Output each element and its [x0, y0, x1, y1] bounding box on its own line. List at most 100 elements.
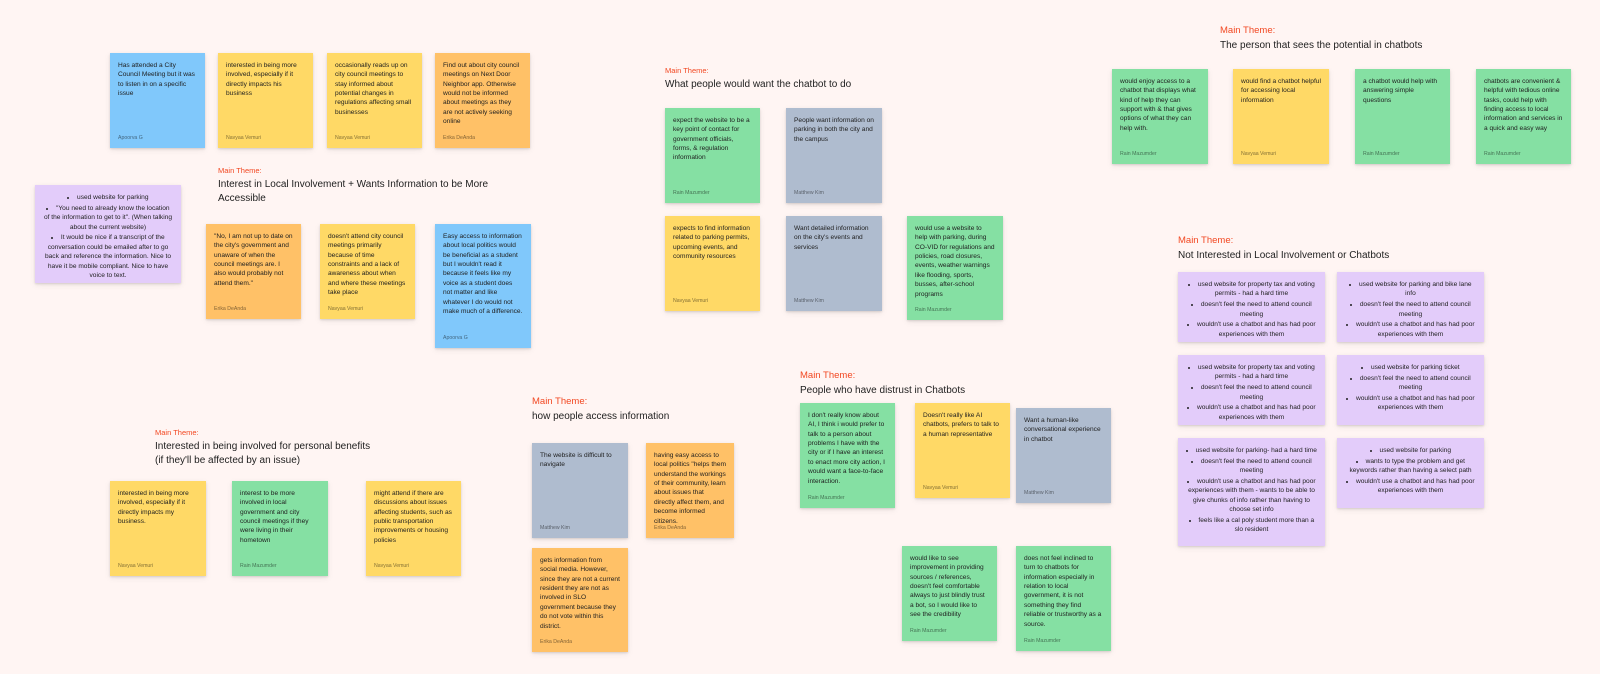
sticky-text: Want detailed information on the city's … [794, 225, 869, 251]
sticky-note[interactable]: Easy access to information about local p… [435, 224, 531, 348]
sticky-note[interactable]: occasionally reads up on city council me… [327, 53, 422, 148]
theme-title: What people would want the chatbot to do [665, 79, 852, 90]
theme-label: Main Theme: [155, 428, 199, 437]
bullet-list: used website for parking wants to type t… [1345, 446, 1476, 496]
sticky-author: Rain Mazumder [910, 627, 947, 634]
sticky-note[interactable]: a chatbot would help with answering simp… [1355, 69, 1450, 164]
sticky-note[interactable]: interested in being more involved, espec… [218, 53, 313, 148]
sticky-author: Matthew Kim [1024, 489, 1054, 496]
bullet-item: doesn't feel the need to attend council … [1186, 300, 1317, 319]
theme-local-involvement[interactable]: Main Theme: Interest in Local Involvemen… [218, 166, 518, 206]
list-card[interactable]: used website for parking "You need to al… [35, 185, 181, 283]
sticky-author: Navyaa Vemuri [328, 305, 364, 312]
sticky-note[interactable]: I don't really know about AI, I think i … [800, 403, 895, 508]
sticky-note[interactable]: People want information on parking in bo… [786, 108, 882, 203]
list-card[interactable]: used website for parking and bike lane i… [1337, 272, 1484, 342]
sticky-author: Erika DeAnda [214, 305, 247, 312]
sticky-note[interactable]: Doesn't really like AI chatbots, prefers… [915, 403, 1010, 498]
sticky-note[interactable]: having easy access to local politics "he… [646, 443, 734, 538]
sticky-text: interest to be more involved in local go… [240, 490, 309, 544]
theme-label: Main Theme: [218, 166, 262, 175]
sticky-author: Navyaa Vemuri [923, 484, 959, 491]
sticky-note[interactable]: Find out about city council meetings on … [435, 53, 530, 148]
sticky-note[interactable]: Has attended a City Council Meeting but … [110, 53, 205, 148]
sticky-note[interactable]: would like to see improvement in providi… [902, 546, 997, 641]
sticky-author: Matthew Kim [794, 297, 824, 304]
sticky-author: Matthew Kim [794, 189, 824, 196]
list-card[interactable]: used website for parking- had a hard tim… [1178, 438, 1325, 546]
theme-access-info[interactable]: Main Theme: how people access informatio… [532, 396, 772, 424]
sticky-author: Apoorva G [443, 334, 468, 341]
sticky-note[interactable]: interest to be more involved in local go… [232, 481, 328, 576]
bullet-item: used website for parking and bike lane i… [1345, 280, 1476, 299]
sticky-note[interactable]: expects to find information related to p… [665, 216, 760, 311]
sticky-note[interactable]: "No, I am not up to date on the city's g… [206, 224, 301, 319]
sticky-note[interactable]: might attend if there are discussions ab… [366, 481, 461, 576]
sticky-author: Navyaa Vemuri [118, 562, 154, 569]
sticky-text: chatbots are convenient & helpful with t… [1484, 78, 1563, 132]
sticky-author: Navyaa Vemuri [335, 134, 371, 141]
sticky-text: interested in being more involved, espec… [118, 490, 189, 526]
sticky-text: I don't really know about AI, I think i … [808, 412, 885, 485]
bullet-item: used website for property tax and voting… [1186, 280, 1317, 299]
sticky-note[interactable]: would enjoy access to a chatbot that dis… [1112, 69, 1208, 164]
sticky-author: Navyaa Vemuri [1241, 150, 1277, 157]
sticky-author: Erika DeAnda [654, 524, 687, 531]
theme-distrust[interactable]: Main Theme: People who have distrust in … [800, 370, 1080, 398]
sticky-note[interactable]: would use a website to help with parking… [907, 216, 1003, 320]
sticky-author: Matthew Kim [540, 524, 570, 531]
sticky-author: Rain Mazumder [808, 494, 845, 501]
theme-not-interested[interactable]: Main Theme: Not Interested in Local Invo… [1178, 235, 1498, 263]
theme-potential[interactable]: Main Theme: The person that sees the pot… [1220, 25, 1520, 53]
theme-title: The person that sees the potential in ch… [1220, 40, 1423, 51]
bullet-item: wouldn't use a chatbot and has had poor … [1186, 477, 1317, 514]
theme-label: Main Theme: [1178, 235, 1234, 246]
theme-title: Interest in Local Involvement + Wants In… [218, 179, 489, 205]
bullet-item: feels like a cal poly student more than … [1186, 516, 1317, 535]
sticky-text: doesn't attend city council meetings pri… [328, 233, 406, 297]
bullet-list: used website for property tax and voting… [1186, 363, 1317, 422]
sticky-author: Navyaa Vemuri [226, 134, 262, 141]
sticky-text: People want information on parking in bo… [794, 117, 874, 143]
sticky-author: Rain Mazumder [1363, 150, 1400, 157]
sticky-note[interactable]: would find a chatbot helpful for accessi… [1233, 69, 1329, 164]
sticky-note[interactable]: does not feel inclined to turn to chatbo… [1016, 546, 1111, 651]
sticky-author: Navyaa Vemuri [673, 297, 709, 304]
bullet-item: wouldn't use a chatbot and has had poor … [1345, 320, 1476, 339]
bullet-item: wouldn't use a chatbot and has had poor … [1186, 403, 1317, 422]
theme-chatbot-wants[interactable]: Main Theme: What people would want the c… [665, 66, 925, 92]
sticky-text: does not feel inclined to turn to chatbo… [1024, 555, 1102, 628]
sticky-author: Navyaa Vemuri [374, 562, 410, 569]
theme-personal-benefits[interactable]: Main Theme: Interested in being involved… [155, 428, 455, 468]
sticky-note[interactable]: interested in being more involved, espec… [110, 481, 206, 576]
bullet-item: doesn't feel the need to attend council … [1186, 383, 1317, 402]
sticky-author: Rain Mazumder [1024, 637, 1061, 644]
sticky-author: Rain Mazumder [1484, 150, 1521, 157]
sticky-note[interactable]: doesn't attend city council meetings pri… [320, 224, 415, 319]
sticky-note[interactable]: gets information from social media. Howe… [532, 548, 628, 652]
sticky-text: gets information from social media. Howe… [540, 557, 620, 630]
sticky-text: a chatbot would help with answering simp… [1363, 78, 1438, 104]
theme-title: People who have distrust in Chatbots [800, 385, 966, 396]
sticky-author: Erika DeAnda [443, 134, 476, 141]
sticky-text: Want a human-like conversational experie… [1024, 417, 1101, 443]
sticky-text: would find a chatbot helpful for accessi… [1241, 78, 1321, 104]
sticky-note[interactable]: The website is difficult to navigate Mat… [532, 443, 628, 538]
sticky-note[interactable]: Want detailed information on the city's … [786, 216, 882, 311]
list-card[interactable]: used website for parking wants to type t… [1337, 438, 1484, 508]
bullet-item: wouldn't use a chatbot and has had poor … [1186, 320, 1317, 339]
sticky-note[interactable]: Want a human-like conversational experie… [1016, 408, 1111, 503]
bullet-item: wouldn't use a chatbot and has had poor … [1345, 394, 1476, 413]
bullet-list: used website for parking- had a hard tim… [1186, 446, 1317, 535]
bullet-list: used website for property tax and voting… [1186, 280, 1317, 339]
list-card[interactable]: used website for property tax and voting… [1178, 355, 1325, 425]
sticky-note[interactable]: expect the website to be a key point of … [665, 108, 760, 203]
list-card[interactable]: used website for property tax and voting… [1178, 272, 1325, 342]
sticky-text: The website is difficult to navigate [540, 452, 612, 469]
list-card[interactable]: used website for parking ticket doesn't … [1337, 355, 1484, 425]
theme-title: Not Interested in Local Involvement or C… [1178, 250, 1390, 261]
theme-title: Interested in being involved for persona… [155, 441, 371, 467]
sticky-note[interactable]: chatbots are convenient & helpful with t… [1476, 69, 1571, 164]
sticky-author: Rain Mazumder [1120, 150, 1157, 157]
